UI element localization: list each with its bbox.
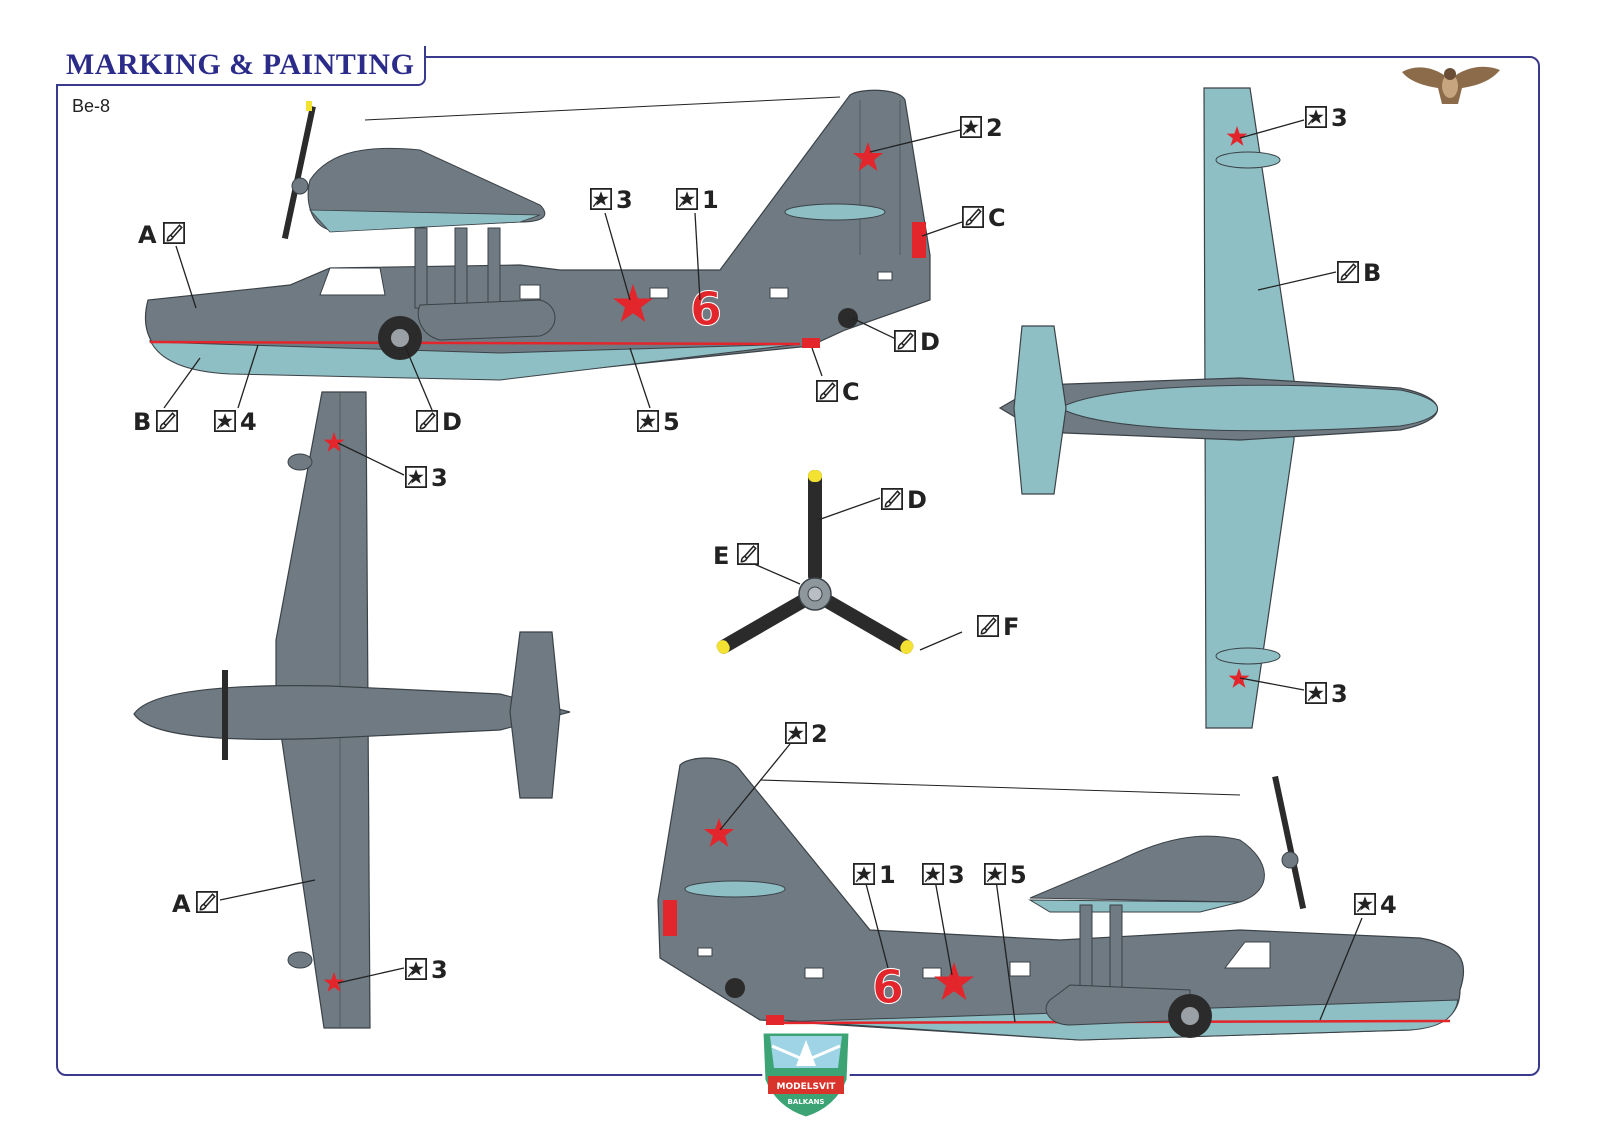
bottom-view	[998, 87, 1439, 729]
svg-text:4: 4	[240, 408, 257, 436]
title-box: MARKING & PAINTING	[56, 46, 427, 86]
svg-text:E: E	[713, 542, 729, 570]
svg-text:3: 3	[1331, 680, 1348, 708]
svg-text:D: D	[920, 328, 940, 356]
svg-text:1: 1	[702, 186, 719, 214]
svg-text:A: A	[138, 221, 157, 249]
svg-text:D: D	[442, 408, 462, 436]
side-view-right-callouts	[719, 743, 1363, 1023]
svg-text:1: 1	[879, 861, 896, 889]
svg-text:C: C	[988, 204, 1006, 232]
logo-text-1: MODELSVIT	[777, 1082, 837, 1092]
svg-text:B: B	[1363, 259, 1381, 287]
bottom-view-callouts	[1239, 119, 1337, 691]
svg-text:A: A	[172, 890, 191, 918]
top-view-labels: 3 3 A	[172, 464, 448, 984]
page-title: MARKING & PAINTING	[66, 48, 415, 81]
svg-text:C: C	[842, 378, 860, 406]
propeller-labels: D E F	[713, 486, 1019, 641]
side-view-left: 6	[144, 89, 931, 381]
svg-text:4: 4	[1380, 891, 1397, 919]
svg-text:2: 2	[811, 720, 828, 748]
svg-text:F: F	[1003, 613, 1019, 641]
side-view-right-labels: 2 1 3 5 4	[785, 720, 1397, 919]
propeller-callouts	[744, 497, 963, 651]
top-view-callouts	[219, 442, 405, 984]
fuselage-number-right: 6	[872, 960, 904, 1014]
svg-text:D: D	[907, 486, 927, 514]
svg-text:5: 5	[1010, 861, 1027, 889]
fuselage-number-left: 6	[690, 282, 722, 336]
logo-text-2: BALKANS	[788, 1098, 825, 1106]
side-view-right: 6	[657, 757, 1465, 1041]
model-label: Be-8	[72, 96, 111, 116]
bottom-view-labels: 3 3 B	[1305, 104, 1381, 708]
svg-text:B: B	[133, 408, 151, 436]
side-view-left-callouts	[163, 129, 963, 411]
svg-text:3: 3	[948, 861, 965, 889]
modelsvit-logo: MODELSVIT BALKANS	[760, 1030, 852, 1120]
svg-text:3: 3	[1331, 104, 1348, 132]
owl-logo-icon	[1402, 66, 1500, 104]
svg-text:3: 3	[431, 464, 448, 492]
svg-text:3: 3	[616, 186, 633, 214]
svg-text:2: 2	[986, 114, 1003, 142]
top-view	[133, 391, 571, 1029]
svg-text:5: 5	[663, 408, 680, 436]
side-view-left-labels: A B 4 D 3 1 2 C D C 5	[133, 114, 1006, 436]
svg-text:3: 3	[431, 956, 448, 984]
propeller-detail	[716, 470, 914, 654]
